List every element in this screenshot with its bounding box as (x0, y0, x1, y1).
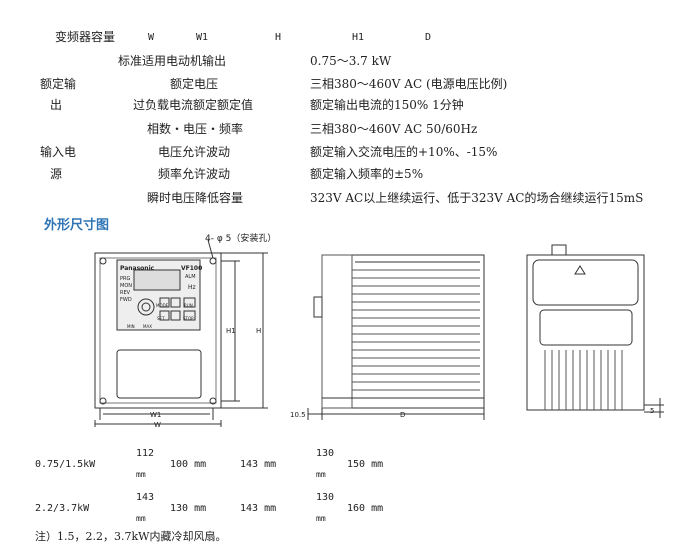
mount-hole (209, 397, 217, 405)
hole-note: 4- φ 5（安装孔） (205, 234, 277, 244)
dims-h1: 130 (316, 492, 335, 503)
panel-label-rev: REV (120, 290, 131, 296)
dims-h: 143 mm (240, 503, 277, 514)
mount-hole (99, 397, 107, 405)
knob (137, 298, 155, 316)
brand-label: Panasonic (120, 265, 155, 272)
dims-h1: 130 (316, 448, 335, 459)
panel-label-max: MAX (143, 324, 152, 329)
spec-item: 频率允许波动 (158, 167, 231, 181)
dims-h: 143 mm (240, 459, 277, 470)
dims-model: 2.2/3.7kW (35, 503, 90, 514)
spec-group: 输入电 (40, 145, 77, 159)
run-key (183, 297, 196, 308)
rear-top-cap (551, 244, 567, 256)
spec-group: 出 (50, 98, 63, 112)
dims-w: 112 (136, 448, 155, 459)
spec-value: 额定输入交流电压的+10%、-15% (310, 145, 498, 159)
rear-fan (539, 309, 633, 346)
rear-body (526, 254, 645, 411)
header-col-d: D (425, 32, 432, 43)
dim-label-w1: W1 (150, 411, 162, 419)
dims-model: 0.75/1.5kW (35, 459, 96, 470)
spec-item: 瞬时电压降低容量 (147, 191, 244, 205)
panel-label-stop: STOP (183, 316, 194, 321)
stop-key (183, 310, 196, 321)
dim-label-d: D (400, 411, 406, 419)
mode-key (159, 297, 170, 308)
dim-label-h: H (256, 327, 262, 335)
spec-item: 电压允许波动 (158, 145, 231, 159)
spec-value: 三相380～460V AC (电源电压比例) (310, 77, 508, 91)
dims-h1-unit: mm (316, 514, 326, 523)
dims-w-unit: mm (136, 514, 146, 523)
dims-d: 150 mm (347, 459, 384, 470)
dims-w1: 100 mm (170, 459, 207, 470)
panel-label-run: RUN (184, 303, 193, 308)
warning-icon (574, 265, 586, 275)
spec-value: 323V AC以上继续运行、低于323V AC的场合继续运行15mS (310, 191, 644, 205)
panel-label-set: SET (157, 316, 165, 321)
spec-value: 0.75～3.7 kW (310, 54, 392, 68)
spec-item: 相数・电压・频率 (147, 122, 244, 136)
spec-group: 源 (50, 167, 63, 181)
panel-label-prg: PRG (120, 276, 131, 282)
panel-label-hz: Hz (188, 284, 196, 291)
header-label: 变频器容量 (55, 30, 116, 44)
control-panel (116, 259, 201, 331)
front-outline (94, 252, 222, 409)
set-key (159, 310, 170, 321)
panel-label-fwd: FWD (120, 297, 132, 303)
header-col-w1: W1 (196, 32, 209, 43)
panel-label-mon: MON (120, 283, 132, 289)
spec-value: 额定输入频率的±5% (310, 167, 424, 181)
terminal-cover (116, 349, 202, 399)
header-col-h1: H1 (352, 32, 365, 43)
spec-item: 过负载电流额定额定值 (133, 98, 254, 112)
dim-label-h1: H1 (226, 327, 236, 335)
header-col-w: W (148, 32, 155, 43)
dims-h1-unit: mm (316, 470, 326, 479)
dims-w: 143 (136, 492, 155, 503)
spec-group: 额定输 (40, 77, 77, 91)
dims-w1: 130 mm (170, 503, 207, 514)
header-col-h: H (275, 32, 282, 43)
model-label: VF100 (181, 265, 203, 272)
dim-label-w: W (154, 421, 161, 429)
down-key (170, 310, 181, 321)
mount-hole (99, 257, 107, 265)
spec-item: 额定电压 (170, 77, 219, 91)
mount-hole (209, 257, 217, 265)
dims-d: 160 mm (347, 503, 384, 514)
dim-label-10-5: 10.5 (290, 411, 306, 419)
section-title: 外形尺寸图 (44, 218, 110, 233)
spec-value: 三相380～460V AC 50/60Hz (310, 122, 478, 136)
dims-w-unit: mm (136, 470, 146, 479)
panel-label-min: MIN (127, 324, 135, 329)
up-key (170, 297, 181, 308)
panel-label-alm: ALM (185, 274, 196, 280)
footnote: 注）1.5，2.2，3.7kW内藏冷却风扇。 (35, 530, 227, 543)
panel-label-mode: MODE (156, 303, 169, 308)
spec-value: 额定输出电流的150% 1分钟 (310, 98, 464, 112)
spec-item: 标准适用电动机输出 (118, 54, 227, 68)
side-knob (313, 296, 323, 318)
dim-label-5: 5 (650, 407, 655, 415)
display-window (133, 269, 181, 291)
